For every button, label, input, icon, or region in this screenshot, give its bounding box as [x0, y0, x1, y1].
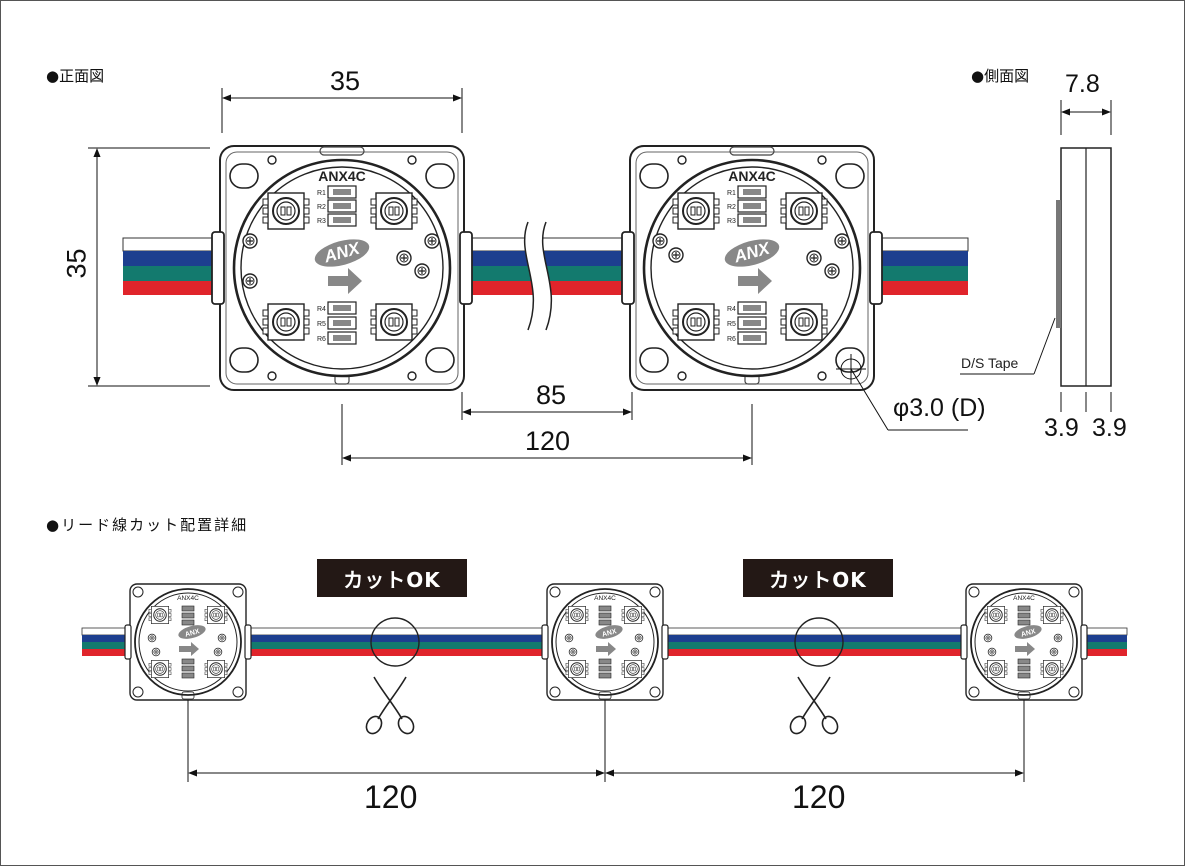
dimension-lines-cut — [187, 700, 1025, 782]
cut-point-2 — [794, 617, 844, 667]
res-label-r6-left: R6 — [317, 336, 326, 343]
dim-side-left: 3.9 — [1044, 414, 1079, 442]
small-module-1 — [125, 584, 251, 700]
dim-module-width: 35 — [330, 66, 361, 96]
dim-hole: φ3.0 (D) — [893, 394, 986, 422]
wire-bundle-front — [122, 221, 969, 331]
res-label-r5-left: R5 — [317, 321, 326, 328]
module-model-left: ANX4C — [318, 168, 365, 184]
ds-tape-label: D/S Tape — [961, 355, 1019, 371]
dim-side-right: 3.9 — [1092, 414, 1127, 442]
side-view — [960, 100, 1112, 412]
dim-module-height: 35 — [61, 248, 92, 279]
dim-cut-pitch-2: 120 — [792, 779, 846, 815]
small-module-2 — [542, 584, 668, 700]
res-label-r1-left: R1 — [317, 190, 326, 197]
dim-pitch-inner: 85 — [536, 380, 567, 410]
dim-side-thickness: 7.8 — [1065, 70, 1100, 98]
module-model-right: ANX4C — [728, 168, 775, 184]
cut-layout-title: ●リード線カット配置詳細 — [46, 516, 249, 534]
cut-ok-label-1: カットOK — [317, 559, 467, 597]
res-label-r3-right: R3 — [727, 218, 736, 225]
res-label-r6-right: R6 — [727, 336, 736, 343]
cut-point-1 — [370, 617, 420, 667]
dimension-lines-front — [88, 88, 968, 465]
res-label-r4-right: R4 — [727, 306, 736, 313]
res-label-r4-left: R4 — [317, 306, 326, 313]
side-view-title: ●側面図 — [971, 67, 1030, 85]
led-module-left — [210, 144, 474, 392]
scissors-icon — [365, 676, 415, 735]
res-label-r2-left: R2 — [317, 204, 326, 211]
res-label-r5-right: R5 — [727, 321, 736, 328]
res-label-r3-left: R3 — [317, 218, 326, 225]
small-module-3 — [961, 584, 1087, 700]
front-view-title: ●正面図 — [46, 67, 105, 85]
dim-pitch: 120 — [525, 426, 571, 456]
cut-ok-label-2: カットOK — [743, 559, 893, 597]
res-label-r1-right: R1 — [727, 190, 736, 197]
scissors-icon — [789, 676, 839, 735]
led-module-right — [620, 144, 884, 392]
res-label-r2-right: R2 — [727, 204, 736, 211]
dim-cut-pitch-1: 120 — [364, 779, 418, 815]
